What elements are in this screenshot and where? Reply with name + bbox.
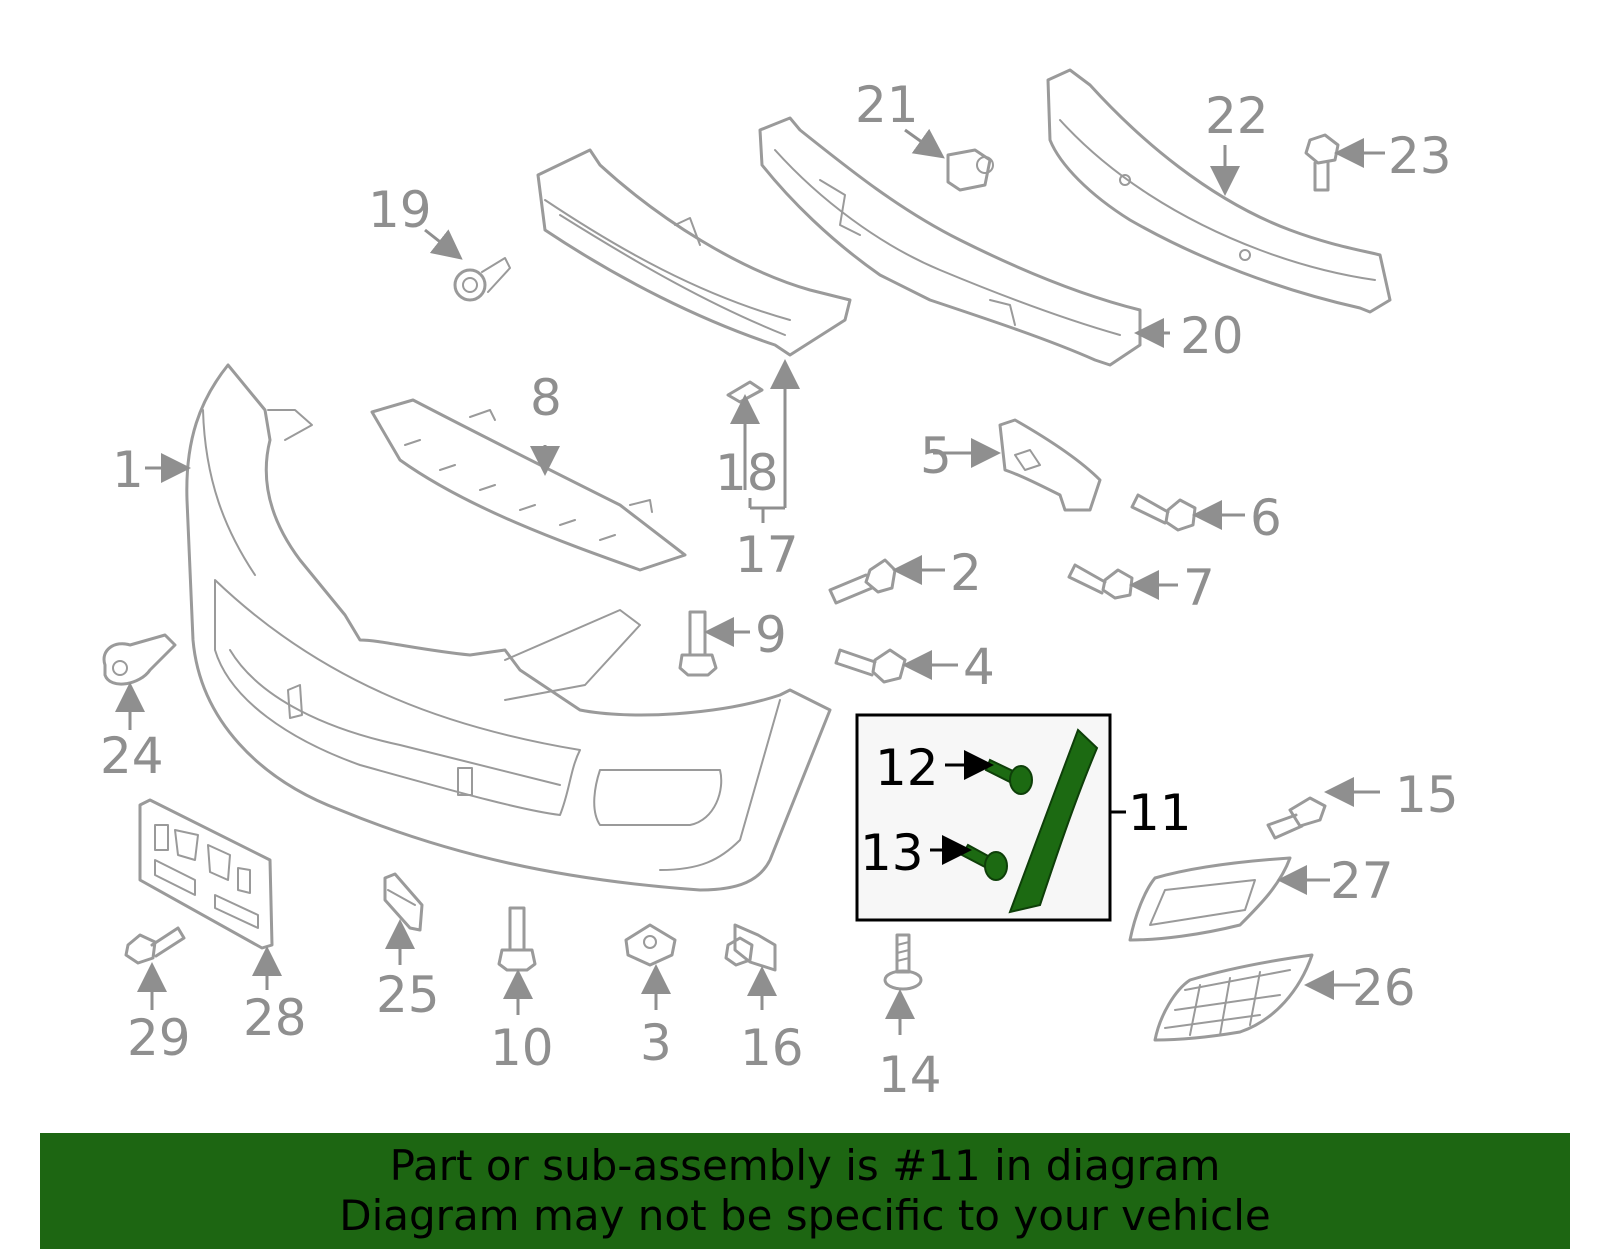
callout-6: 6 [1250, 489, 1282, 547]
clip-25-part [383, 872, 424, 932]
bolt-6-part [1130, 493, 1197, 532]
highlight-box [855, 713, 1126, 922]
bolt-7-part [1067, 563, 1134, 600]
license-bracket-28-part [138, 798, 274, 950]
callout-5: 5 [920, 427, 952, 485]
reinforcement-part [758, 116, 1142, 367]
side-bracket-5-part [998, 418, 1102, 512]
callout-10: 10 [490, 1019, 554, 1077]
callout-20: 20 [1180, 307, 1244, 365]
callout-13: 13 [860, 824, 924, 882]
bracket-21-part [946, 148, 994, 192]
callout-4: 4 [963, 638, 995, 696]
callout-27: 27 [1330, 852, 1394, 910]
callout-9: 9 [755, 606, 787, 664]
absorber-bracket-part [536, 148, 852, 357]
callout-29: 29 [127, 1009, 191, 1067]
callout-7: 7 [1183, 559, 1215, 617]
callout-14: 14 [878, 1046, 942, 1104]
callout-3: 3 [640, 1014, 672, 1072]
banner-line-1: Part or sub-assembly is #11 in diagram [389, 1141, 1221, 1190]
clip-15-part [1266, 796, 1327, 840]
bolt-23-part [1304, 133, 1340, 192]
callout-17: 17 [735, 526, 799, 584]
bolt-10-part [497, 906, 537, 972]
fog-lamp-bezel-27-part [1128, 856, 1292, 942]
clip-24-part [102, 633, 177, 686]
callout-23: 23 [1388, 127, 1452, 185]
fog-grille-26-part [1153, 953, 1314, 1042]
callout-22: 22 [1205, 87, 1269, 145]
callout-11: 11 [1128, 784, 1192, 842]
callout-labels: 1 2 3 4 5 6 7 8 9 10 11 12 13 14 15 16 1… [100, 76, 1459, 1104]
callout-25: 25 [376, 966, 440, 1024]
callout-28: 28 [243, 989, 307, 1047]
upper-absorber-part [1046, 68, 1392, 314]
callout-21: 21 [855, 76, 919, 134]
callout-26: 26 [1352, 959, 1416, 1017]
upper-grille-molding-part [370, 398, 687, 572]
callout-19: 19 [368, 181, 432, 239]
banner-line-2: Diagram may not be specific to your vehi… [339, 1191, 1271, 1240]
clip-16-part [724, 923, 777, 972]
bolt-14-part [883, 933, 923, 991]
leader-lines [115, 128, 1385, 1035]
bumper-cover-part [185, 363, 832, 892]
callout-15: 15 [1395, 766, 1459, 824]
callout-12: 12 [875, 739, 939, 797]
callout-16: 16 [740, 1019, 804, 1077]
callout-1: 1 [112, 441, 144, 499]
callout-24: 24 [100, 727, 164, 785]
bolt-4-part [834, 648, 907, 684]
callout-2: 2 [950, 544, 982, 602]
bolt-2-part [828, 558, 897, 605]
molding-11-part [1008, 728, 1099, 914]
callout-18: 18 [715, 444, 779, 502]
nut-3-part [624, 923, 677, 967]
info-banner: Part or sub-assembly is #11 in diagram D… [40, 1133, 1570, 1249]
clip-18-part [726, 380, 764, 404]
push-clip-19-part [453, 257, 511, 302]
callout-8: 8 [530, 369, 562, 427]
bolt-29-part [124, 926, 186, 965]
bolt-9-part [678, 610, 718, 677]
